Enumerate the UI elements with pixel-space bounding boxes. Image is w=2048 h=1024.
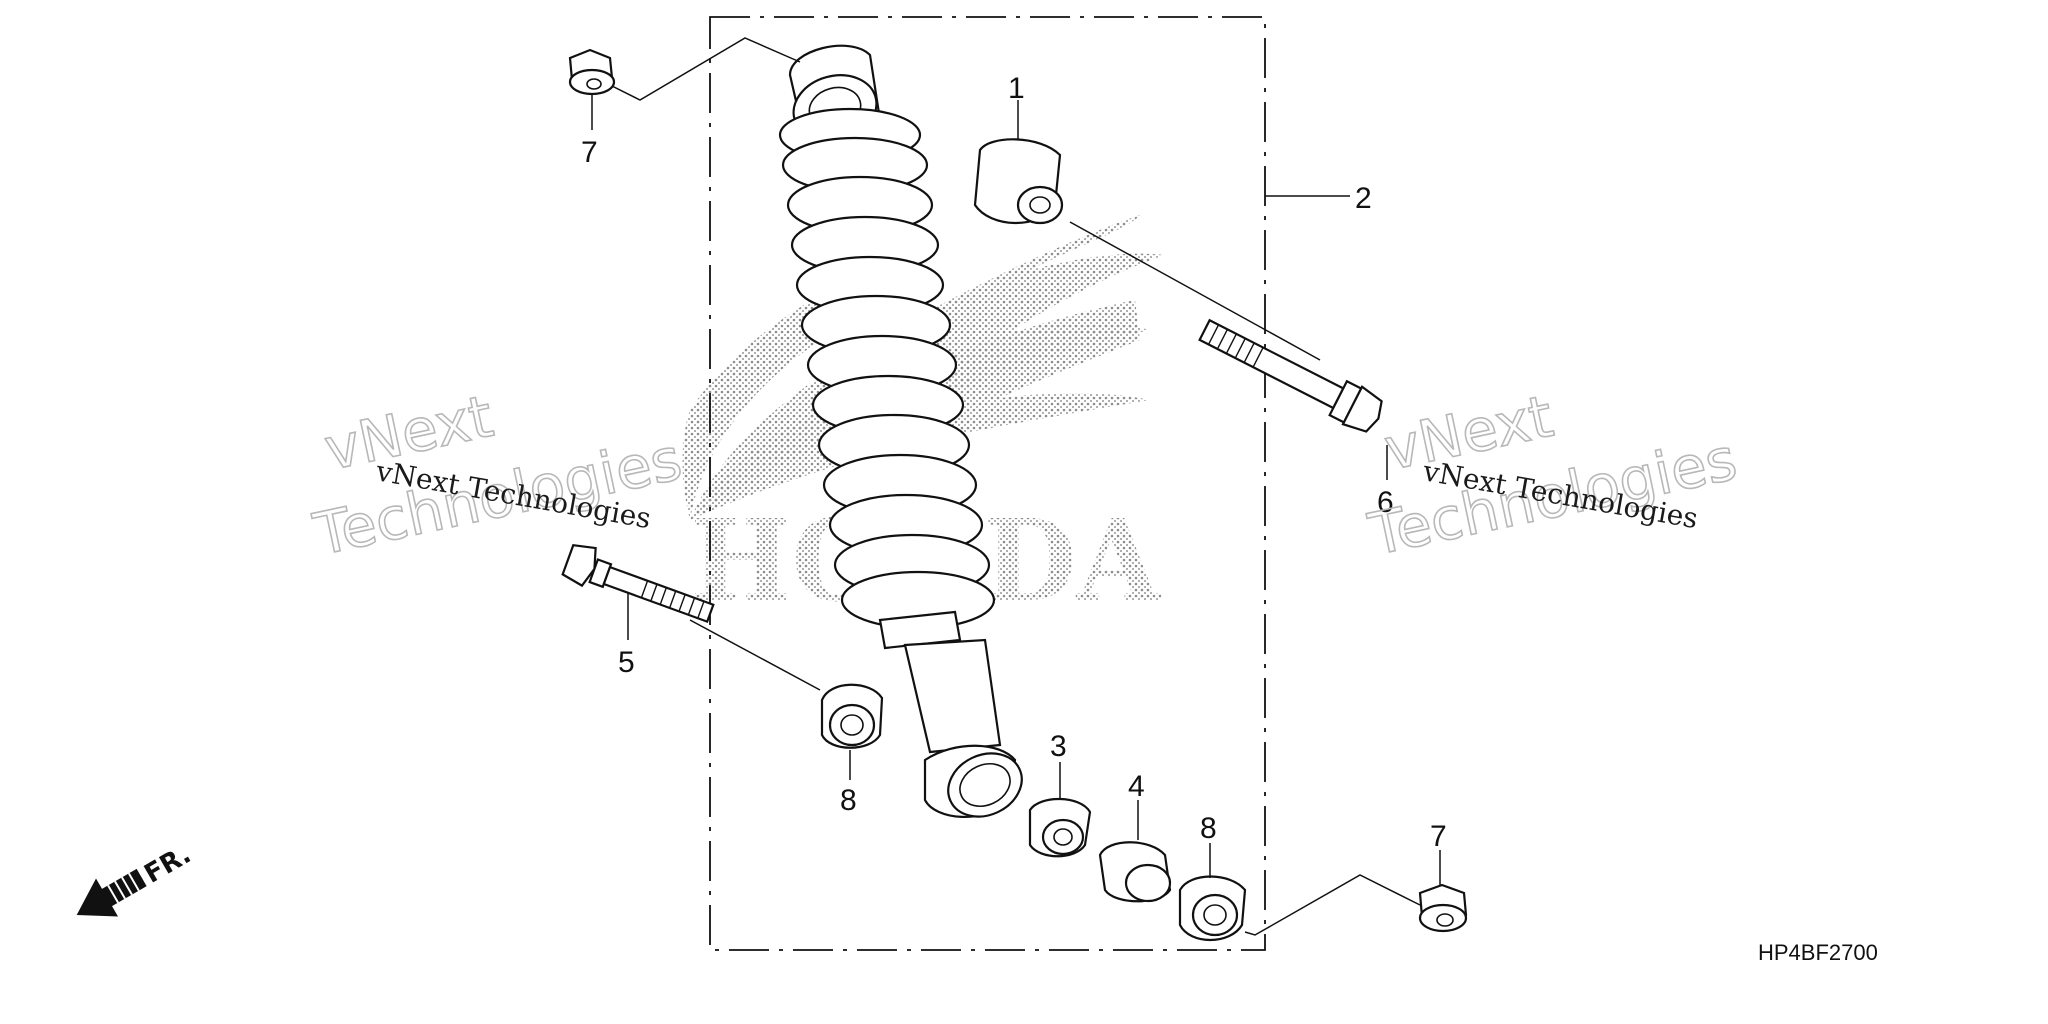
diagram-code: HP4BF2700 bbox=[1758, 940, 1878, 965]
bearing-part-3[interactable] bbox=[1028, 797, 1092, 858]
bolt-part-5[interactable] bbox=[1195, 311, 1388, 437]
collar-part-8-right[interactable] bbox=[1178, 875, 1247, 942]
callout-8-right[interactable]: 8 bbox=[1200, 812, 1217, 845]
flange-nut-part-7-upper[interactable] bbox=[568, 48, 616, 96]
front-label: FR. bbox=[139, 840, 196, 890]
callout-2[interactable]: 2 bbox=[1355, 182, 1372, 215]
callout-3[interactable]: 3 bbox=[1050, 730, 1067, 763]
leader-5 bbox=[1069, 221, 1321, 361]
collar-part-4[interactable] bbox=[1098, 841, 1172, 903]
callout-8-left[interactable]: 8 bbox=[840, 784, 857, 817]
callout-6[interactable]: 5 bbox=[618, 646, 635, 679]
bolt-part-6[interactable] bbox=[561, 541, 718, 631]
shock-absorber[interactable] bbox=[778, 44, 1032, 829]
leader-6 bbox=[689, 619, 821, 691]
coil-spring bbox=[778, 107, 996, 630]
flange-nut-part-7-lower[interactable] bbox=[1418, 883, 1468, 933]
assembly-boundary bbox=[709, 16, 1266, 951]
front-direction-indicator: FR. bbox=[76, 840, 196, 917]
watermark-right: vNext Technologies vNext Technologies bbox=[1362, 381, 1743, 570]
callout-4[interactable]: 4 bbox=[1128, 770, 1145, 803]
callout-1[interactable]: 1 bbox=[1008, 72, 1025, 105]
callout-7-lower[interactable]: 7 bbox=[1430, 820, 1447, 853]
arrow-front-icon bbox=[76, 868, 147, 917]
callout-7-upper[interactable]: 7 bbox=[581, 136, 598, 169]
watermark-left: vNext Technologies vNext Technologies bbox=[307, 381, 688, 570]
collar-part-8-left[interactable] bbox=[820, 683, 884, 749]
bushing-part-1[interactable] bbox=[973, 138, 1064, 225]
callout-5[interactable]: 6 bbox=[1377, 486, 1394, 519]
